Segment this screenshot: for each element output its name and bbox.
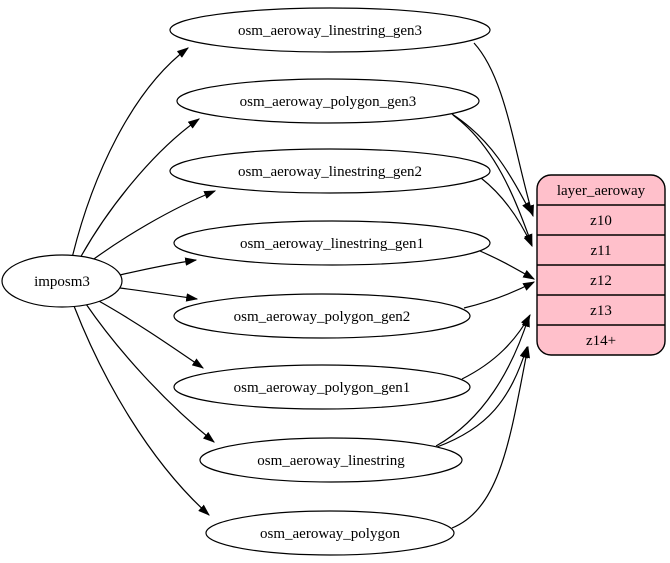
- node-osm_aeroway_linestring_gen2: osm_aeroway_linestring_gen2: [169, 148, 491, 194]
- edge-imposm3-to-osm_aeroway_polygon_gen1: [96, 299, 204, 369]
- node-ellipse: [173, 220, 491, 266]
- node-osm_aeroway_polygon: osm_aeroway_polygon: [205, 510, 455, 556]
- edge-imposm3-to-osm_aeroway_polygon_gen2: [119, 287, 199, 302]
- node-label: osm_aeroway_polygon_gen1: [234, 380, 411, 396]
- node-osm_aeroway_polygon_gen2: osm_aeroway_polygon_gen2: [173, 293, 471, 339]
- edge-osm_aeroway_polygon_gen3-to-layer_aeroway-z10: [451, 113, 532, 215]
- edge-osm_aeroway_polygon-to-layer_aeroway-z14+: [451, 345, 531, 529]
- edge-imposm3-to-osm_aeroway_linestring_gen3: [71, 47, 189, 259]
- record-title: layer_aeroway: [557, 183, 646, 199]
- record-row-z11: z11: [590, 243, 611, 259]
- node-osm_aeroway_linestring_gen3: osm_aeroway_linestring_gen3: [169, 7, 491, 53]
- edge-osm_aeroway_polygon_gen3-to-layer_aeroway-z11: [452, 114, 533, 247]
- edge-imposm3-to-osm_aeroway_polygon_gen3: [78, 118, 200, 261]
- node-label: osm_aeroway_linestring: [257, 453, 405, 469]
- node-label: osm_aeroway_linestring_gen2: [238, 164, 422, 180]
- node-label: osm_aeroway_linestring_gen3: [238, 23, 422, 39]
- node-ellipse: [1, 254, 123, 308]
- record-row-z12: z12: [590, 273, 612, 289]
- node-osm_aeroway_polygon_gen1: osm_aeroway_polygon_gen1: [173, 364, 471, 410]
- node-osm_aeroway_linestring: osm_aeroway_linestring: [199, 437, 463, 483]
- edge-imposm3-to-osm_aeroway_linestring_gen1: [119, 257, 198, 276]
- edge-osm_aeroway_polygon_gen1-to-layer_aeroway-z13: [461, 313, 531, 380]
- node-label: osm_aeroway_polygon_gen3: [240, 94, 417, 110]
- node-ellipse: [173, 293, 471, 339]
- node-layer: imposm3 osm_aeroway_linestring_gen3 osm_ae…: [1, 7, 666, 556]
- node-ellipse: [176, 78, 480, 124]
- edge-imposm3-to-osm_aeroway_polygon: [73, 305, 210, 516]
- node-ellipse: [199, 437, 463, 483]
- node-label: osm_aeroway_polygon: [260, 526, 400, 542]
- edge-osm_aeroway_linestring_gen2-to-layer_aeroway-z11: [480, 177, 533, 248]
- edge-osm_aeroway_linestring-to-layer_aeroway-z13: [435, 314, 530, 447]
- edge-osm_aeroway_polygon_gen2-to-layer_aeroway-z12: [463, 281, 536, 309]
- node-ellipse: [169, 7, 491, 53]
- edge-osm_aeroway_linestring_gen1-to-layer_aeroway-z12: [479, 250, 536, 280]
- edge-osm_aeroway_linestring-to-layer_aeroway-z14+: [436, 345, 528, 448]
- node-osm_aeroway_polygon_gen3: osm_aeroway_polygon_gen3: [176, 78, 480, 124]
- node-ellipse: [173, 364, 471, 410]
- node-label: osm_aeroway_linestring_gen1: [240, 236, 424, 252]
- node-osm_aeroway_linestring_gen1: osm_aeroway_linestring_gen1: [173, 220, 491, 266]
- record-row-z13: z13: [590, 303, 612, 319]
- node-layer_aeroway: layer_aeroway z10 z11 z12 z13 z14+: [536, 174, 666, 356]
- edge-imposm3-to-osm_aeroway_linestring: [85, 303, 215, 443]
- node-label: osm_aeroway_polygon_gen2: [234, 309, 411, 325]
- edge-layer: [71, 42, 536, 529]
- edge-imposm3-to-osm_aeroway_linestring_gen2: [86, 190, 217, 265]
- node-ellipse: [205, 510, 455, 556]
- node-imposm3: imposm3: [1, 254, 123, 308]
- node-ellipse: [169, 148, 491, 194]
- node-label: imposm3: [34, 274, 90, 290]
- edge-osm_aeroway_linestring_gen3-to-layer_aeroway-z10: [473, 42, 534, 218]
- record-row-z14+: z14+: [586, 333, 616, 349]
- record-row-z10: z10: [590, 213, 612, 229]
